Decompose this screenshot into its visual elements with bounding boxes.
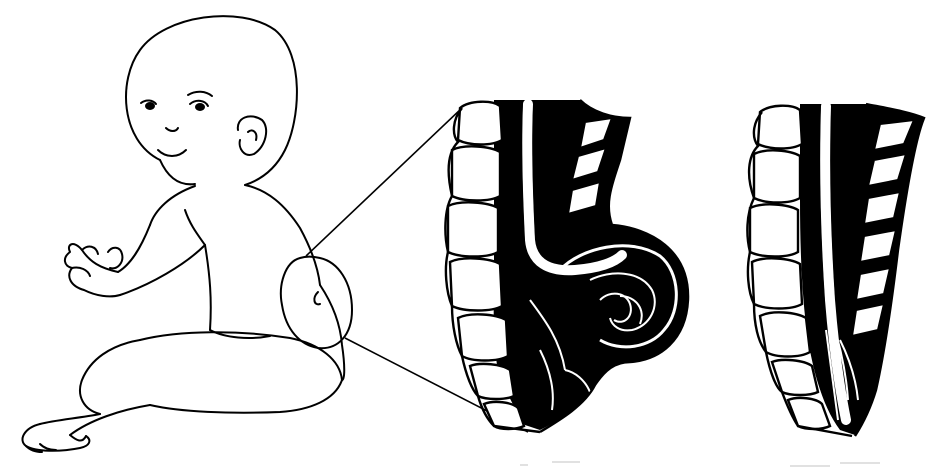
spine1-vertebra-2: [452, 146, 500, 200]
spine1-vertebra-1: [458, 102, 502, 145]
spine2-vertebra-3: [750, 204, 798, 256]
spine2-vertebra-1: [758, 106, 802, 149]
spine1-vertebra-4: [450, 258, 502, 310]
infant-pupil-left: [146, 103, 154, 109]
infant-pupil-right: [196, 104, 204, 110]
spine1-vertebra-5: [458, 314, 508, 360]
spine2-vertebra-4: [752, 258, 802, 308]
spine1-vertebra-3: [448, 202, 498, 256]
spine2-vertebra-2: [754, 150, 800, 202]
spine2-vertebra-5: [760, 312, 810, 356]
